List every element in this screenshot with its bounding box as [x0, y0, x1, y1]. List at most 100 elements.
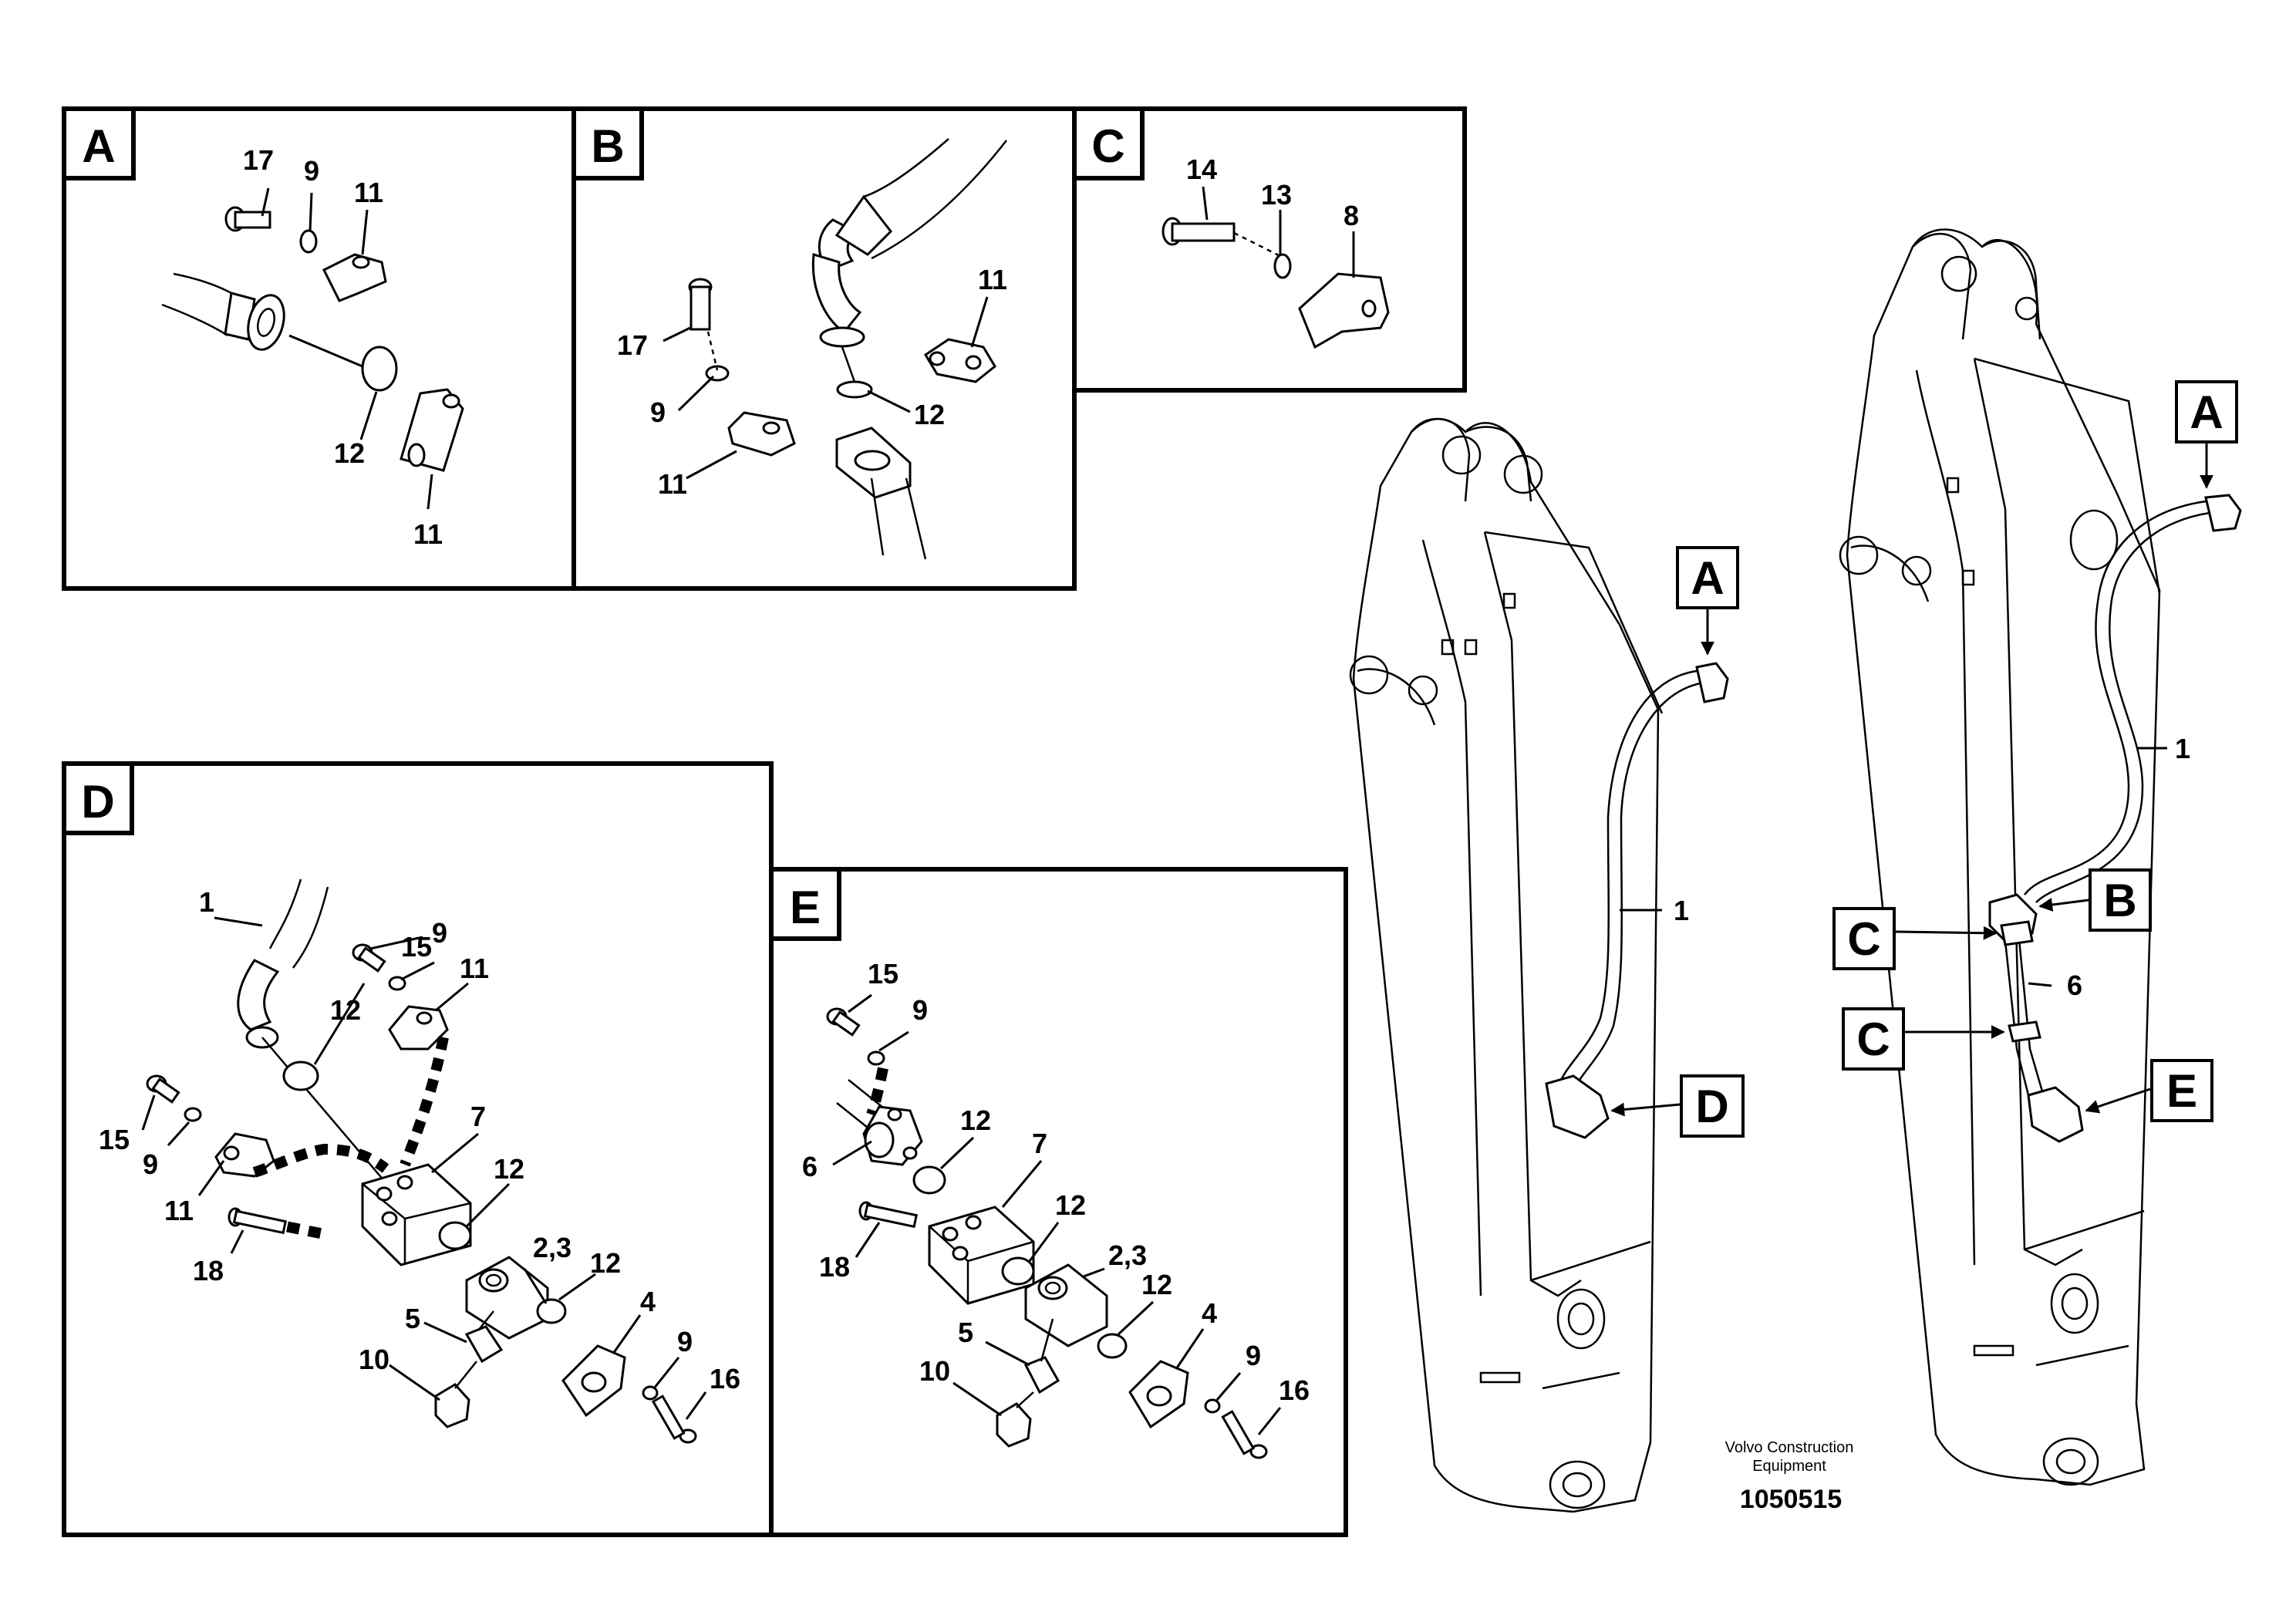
callout-e-right-boom-label: E: [2166, 1065, 2197, 1117]
label-d-18: 16: [710, 1363, 740, 1394]
label-e-9: 12: [1141, 1269, 1172, 1300]
hose-fitting-top-left-boom: [1695, 662, 1729, 703]
label-b-4: 11: [978, 264, 1007, 295]
bolt-15-e: [826, 1007, 861, 1037]
panel-e-letter: E: [790, 882, 821, 933]
label-d-9: 11: [164, 1195, 194, 1226]
bolt-17-a: [224, 206, 271, 232]
label-d-8: 9: [143, 1148, 158, 1180]
label-d-3: 9: [432, 917, 447, 949]
label-e-7: 2,3: [1108, 1239, 1147, 1271]
callout-c-upper-right-boom: [1832, 907, 1896, 970]
label-d-17: 10: [359, 1344, 389, 1375]
fitting-5-d: [464, 1325, 504, 1364]
label-d-4: 11: [460, 953, 489, 984]
clamp-half-11-a-top: [322, 253, 387, 302]
label-a-1: 17: [243, 144, 274, 176]
panel-b: B 17: [571, 106, 1077, 591]
washer-9-d-top: [388, 976, 406, 991]
clamp-c-lower-right-boom: [2008, 1020, 2041, 1043]
bolt-16-d: [651, 1394, 697, 1444]
company-name-line1: Volvo Construction: [1725, 1439, 1854, 1456]
callout-a-right-boom: [2175, 380, 2238, 443]
o-ring-12-d-1: [282, 1061, 319, 1091]
panel-a: A 17 9 11 12 11: [62, 106, 576, 591]
label-e-4: 7: [1032, 1128, 1047, 1159]
callout-b-right-boom-label: B: [2103, 875, 2136, 926]
hose-fitting-top-right-boom: [2204, 494, 2242, 532]
label-d-16: 9: [677, 1326, 693, 1357]
document-number: 1050515: [1740, 1485, 1842, 1514]
label-d-7: 15: [99, 1124, 130, 1155]
label-b-1: 17: [617, 329, 648, 361]
label-c-2: 13: [1261, 179, 1292, 211]
label-boom-right-1: 1: [2175, 733, 2190, 764]
label-e-5: 6: [802, 1151, 818, 1182]
o-ring-12-e-3: [1097, 1333, 1128, 1359]
clamp-half-11-b-right: [923, 338, 996, 383]
label-e-8: 18: [819, 1251, 850, 1283]
hose-fitting-bottom-left-boom: [1545, 1074, 1610, 1139]
bolt-14-c: [1161, 217, 1281, 258]
label-e-3: 12: [960, 1104, 991, 1136]
label-d-5: 12: [330, 994, 361, 1026]
hose-fitting-e-right-boom: [2027, 1086, 2084, 1143]
bracket-8-c: [1298, 272, 1390, 349]
label-a-5: 11: [413, 518, 443, 550]
bolt-18-d: [228, 1207, 288, 1235]
o-ring-12-e-2: [1001, 1256, 1035, 1286]
panel-c: C 14 13 8: [1072, 106, 1467, 393]
label-c-1: 14: [1186, 153, 1217, 185]
label-a-4: 12: [334, 437, 365, 469]
label-c-3: 8: [1344, 200, 1359, 231]
boom-left: A D 1: [1349, 417, 1745, 1513]
fitting-5-e: [1023, 1356, 1060, 1394]
label-e-1: 15: [868, 958, 899, 990]
washer-9-e: [867, 1050, 885, 1066]
label-boom-right-6: 6: [2067, 969, 2082, 1001]
manifold-block-7-d: [361, 1163, 472, 1266]
label-a-3: 11: [354, 177, 383, 208]
callout-a-left-boom-label: A: [1691, 552, 1724, 604]
cap-10-d: [434, 1383, 470, 1428]
panel-a-letter: A: [82, 120, 115, 172]
cap-10-e: [996, 1402, 1032, 1448]
label-d-1: 1: [199, 886, 214, 918]
label-d-13: 12: [590, 1247, 621, 1279]
callout-e-right-boom: [2150, 1059, 2213, 1122]
o-ring-12-e-1: [912, 1165, 946, 1195]
callout-c-lower-right-boom-label: C: [1856, 1013, 1890, 1065]
label-b-2: 9: [650, 396, 666, 428]
o-ring-12-b: [836, 380, 873, 399]
label-e-10: 5: [958, 1317, 973, 1348]
panel-d-letter: D: [81, 776, 114, 828]
panel-b-letter: B: [591, 120, 624, 172]
label-d-14: 4: [640, 1286, 656, 1317]
washer-9-a: [299, 229, 318, 254]
label-a-2: 9: [304, 155, 319, 187]
label-e-12: 9: [1246, 1340, 1261, 1371]
bolt-18-e: [858, 1201, 919, 1229]
label-d-10: 12: [494, 1153, 524, 1185]
panel-c-letter: C: [1091, 120, 1124, 172]
o-ring-12-d-3: [536, 1298, 567, 1324]
label-e-14: 16: [1279, 1374, 1310, 1406]
label-e-6: 12: [1055, 1189, 1086, 1221]
callout-b-right-boom: [2089, 868, 2152, 932]
label-d-6: 7: [470, 1101, 486, 1132]
bolt-15-d-left: [146, 1074, 180, 1104]
callout-d-left-boom: [1680, 1074, 1745, 1138]
callout-c-lower-right-boom: [1842, 1007, 1905, 1071]
footer: Volvo Construction Equipment 1050515: [1725, 1439, 1854, 1514]
label-d-15: 5: [405, 1303, 420, 1334]
label-boom-left-1: 1: [1674, 895, 1689, 926]
fitting-2-3-d: [465, 1256, 549, 1340]
callout-a-right-boom-label: A: [2190, 386, 2223, 438]
clamp-half-11-d-top: [388, 1005, 449, 1050]
washer-13-c: [1273, 253, 1292, 279]
fitting-2-3-e: [1024, 1263, 1108, 1347]
bolt-15-d-top: [352, 943, 386, 973]
label-e-2: 9: [912, 994, 928, 1026]
washer-9-d-bottom: [642, 1385, 659, 1401]
